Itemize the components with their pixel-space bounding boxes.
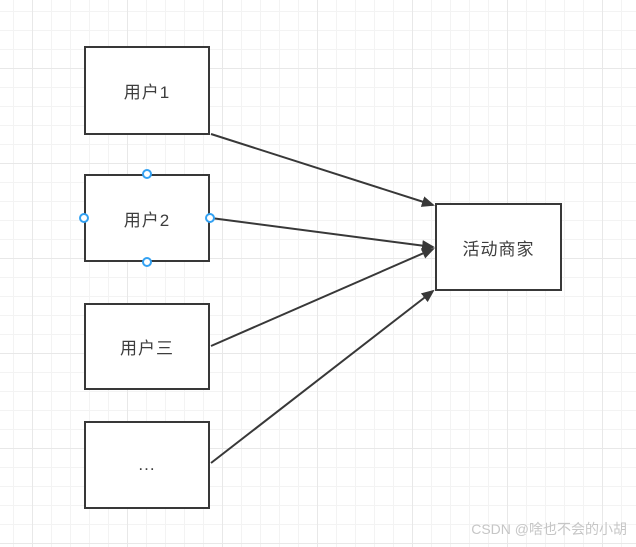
watermark-text: CSDN @啥也不会的小胡 — [471, 521, 627, 537]
node-user3-label: 用户三 — [120, 339, 174, 358]
node-merchant-label: 活动商家 — [462, 239, 535, 259]
node-user4-label: ... — [138, 455, 156, 474]
edge-user2-merchant[interactable] — [210, 217, 435, 252]
node-user1[interactable]: 用户1 — [84, 46, 210, 135]
edge-user3-merchant[interactable] — [210, 248, 435, 347]
connection-handle-top-icon[interactable] — [142, 169, 152, 179]
node-user2-label: 用户2 — [123, 210, 171, 230]
node-merchant[interactable]: 活动商家 — [435, 203, 562, 291]
connection-handle-right-icon[interactable] — [205, 213, 215, 223]
node-user1-label: 用户1 — [123, 83, 171, 102]
edge-user1-merchant[interactable] — [210, 133, 435, 207]
connection-handle-bottom-icon[interactable] — [142, 257, 152, 267]
node-user2-selected[interactable]: 用户2 — [84, 174, 210, 262]
edge-user4-merchant[interactable] — [210, 289, 435, 464]
connection-handle-left-icon[interactable] — [79, 213, 89, 223]
node-user4[interactable]: ... — [84, 421, 210, 509]
node-user3[interactable]: 用户三 — [84, 303, 210, 390]
